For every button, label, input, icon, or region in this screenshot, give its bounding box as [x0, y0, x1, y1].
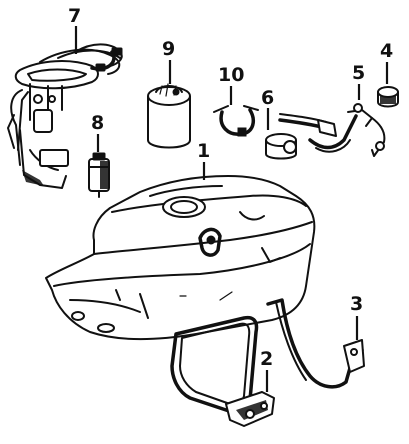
- callout-4: 4: [380, 40, 393, 62]
- part-1-fuel-tank: [45, 175, 316, 340]
- callout-2: 2: [260, 348, 273, 370]
- part-3-tank-strap: [266, 298, 365, 389]
- callout-3: 3: [350, 293, 363, 315]
- part-8-fuel-pump: [88, 152, 110, 198]
- callout-7: 7: [68, 5, 81, 27]
- callout-8: 8: [91, 112, 104, 134]
- part-6-filler-hose: [265, 133, 297, 160]
- part-4-fuel-cap: [377, 86, 399, 108]
- callout-9: 9: [162, 38, 175, 60]
- part-2-support-strap: [170, 315, 275, 427]
- part-5-filler-pipe: [278, 103, 386, 157]
- part-10-clamp: [213, 105, 259, 137]
- callout-1: 1: [197, 140, 210, 162]
- part-9-filter-canister: [147, 83, 191, 149]
- callout-5: 5: [352, 62, 365, 84]
- part-7-fuel-sender-assembly: [7, 43, 123, 189]
- callout-6: 6: [261, 87, 274, 109]
- callout-10: 10: [218, 64, 244, 86]
